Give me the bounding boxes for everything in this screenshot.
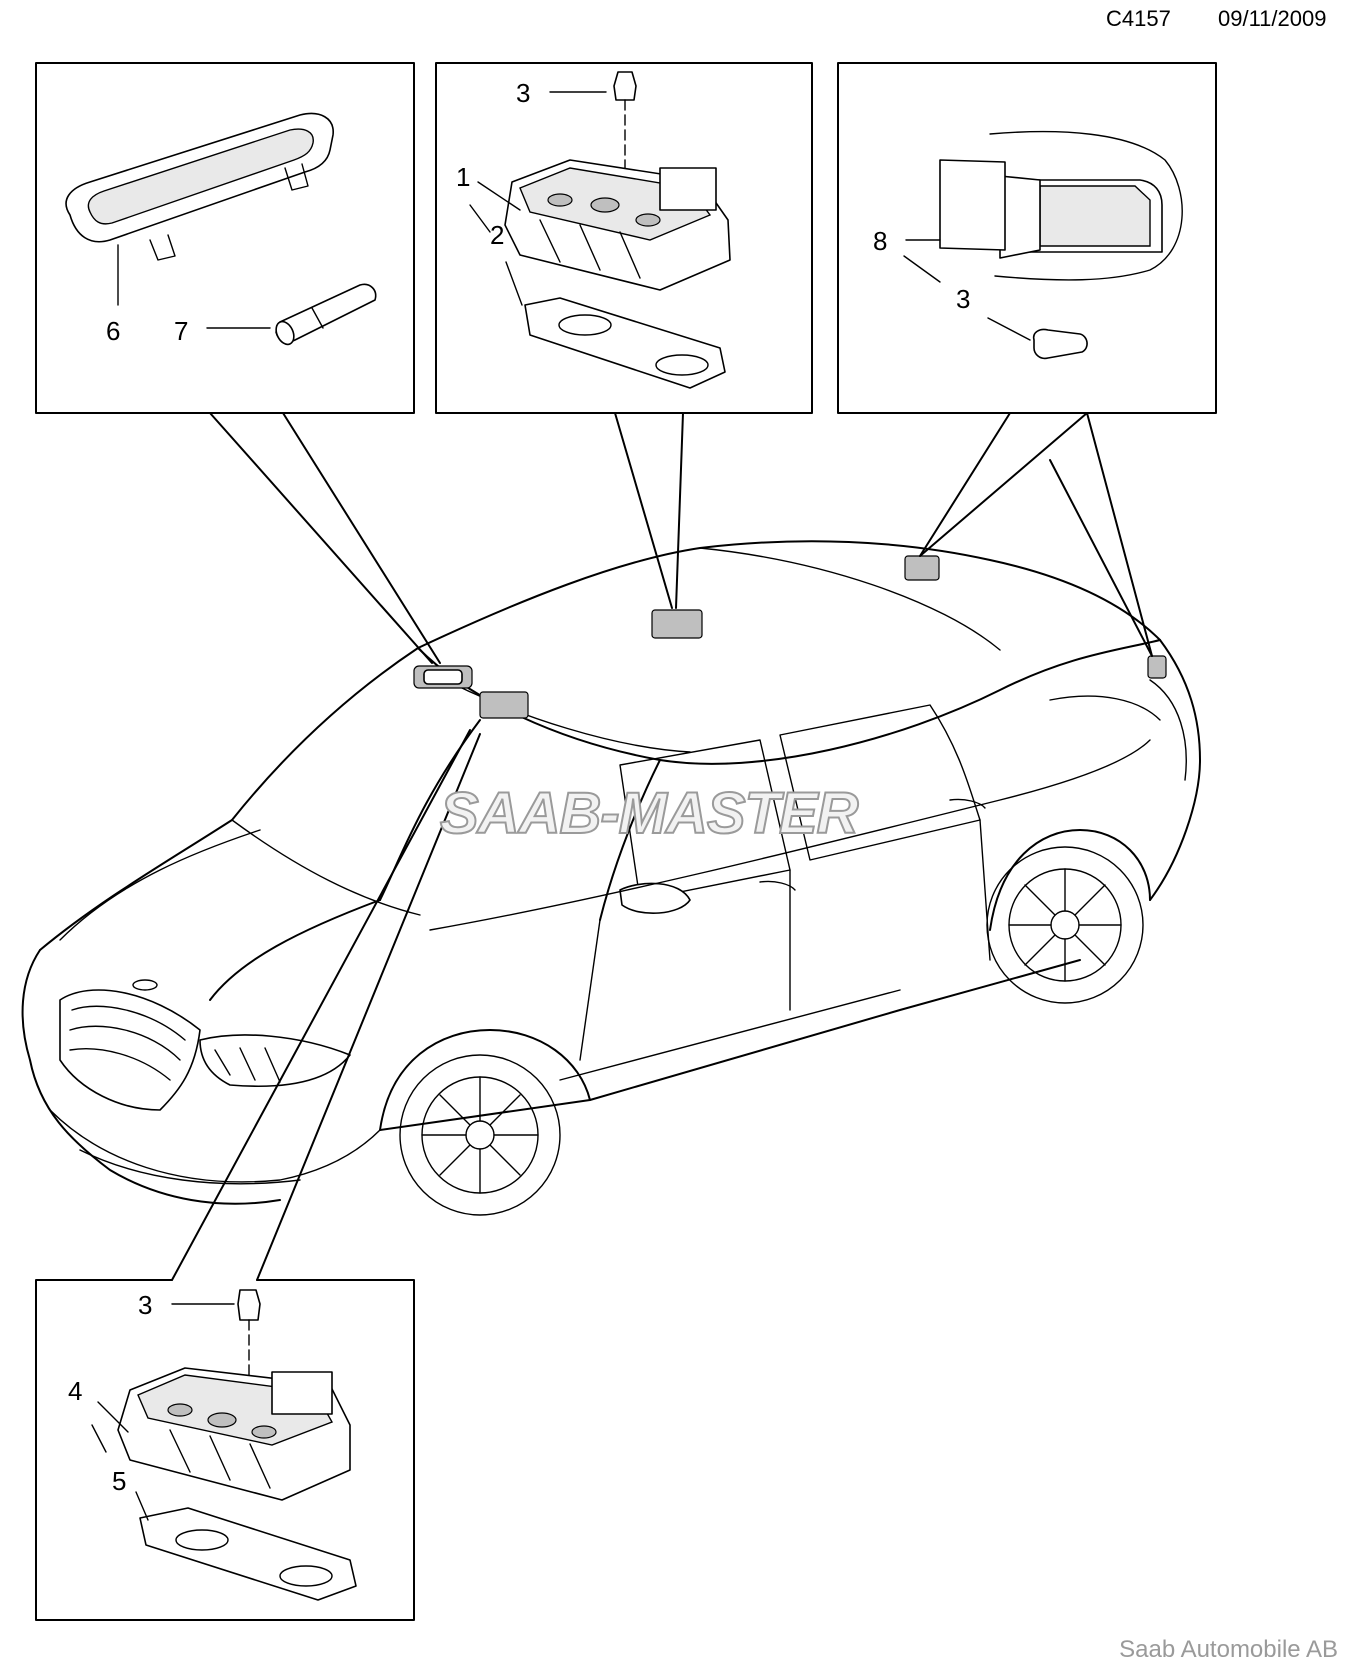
callout-3-bottom: 3 xyxy=(138,1290,152,1320)
footer-copyright: Saab Automobile AB xyxy=(1119,1636,1338,1663)
car-illustration xyxy=(21,540,1201,1216)
callout-4: 4 xyxy=(68,1376,82,1406)
installed-parts xyxy=(413,555,1167,719)
detail-box-top-left: 6 7 xyxy=(35,62,415,414)
callout-3-top-middle: 3 xyxy=(516,78,530,108)
callout-6: 6 xyxy=(106,316,120,346)
detail-box-top-right: 8 3 xyxy=(837,62,1217,414)
detail-box-top-middle: 3 1 2 xyxy=(435,62,813,414)
leader-lines xyxy=(171,412,1153,1281)
watermark: SAAB-MASTER xyxy=(439,780,860,847)
callout-5: 5 xyxy=(112,1466,126,1496)
callout-2: 2 xyxy=(490,220,504,250)
drawing-date: 09/11/2009 xyxy=(1218,6,1327,31)
callout-3-top-right: 3 xyxy=(956,284,970,314)
callout-1: 1 xyxy=(456,162,470,192)
detail-box-bottom-left: 3 4 5 xyxy=(35,1279,415,1621)
callout-8: 8 xyxy=(873,226,887,256)
drawing-code: C4157 xyxy=(1106,6,1171,31)
callout-7: 7 xyxy=(174,316,188,346)
